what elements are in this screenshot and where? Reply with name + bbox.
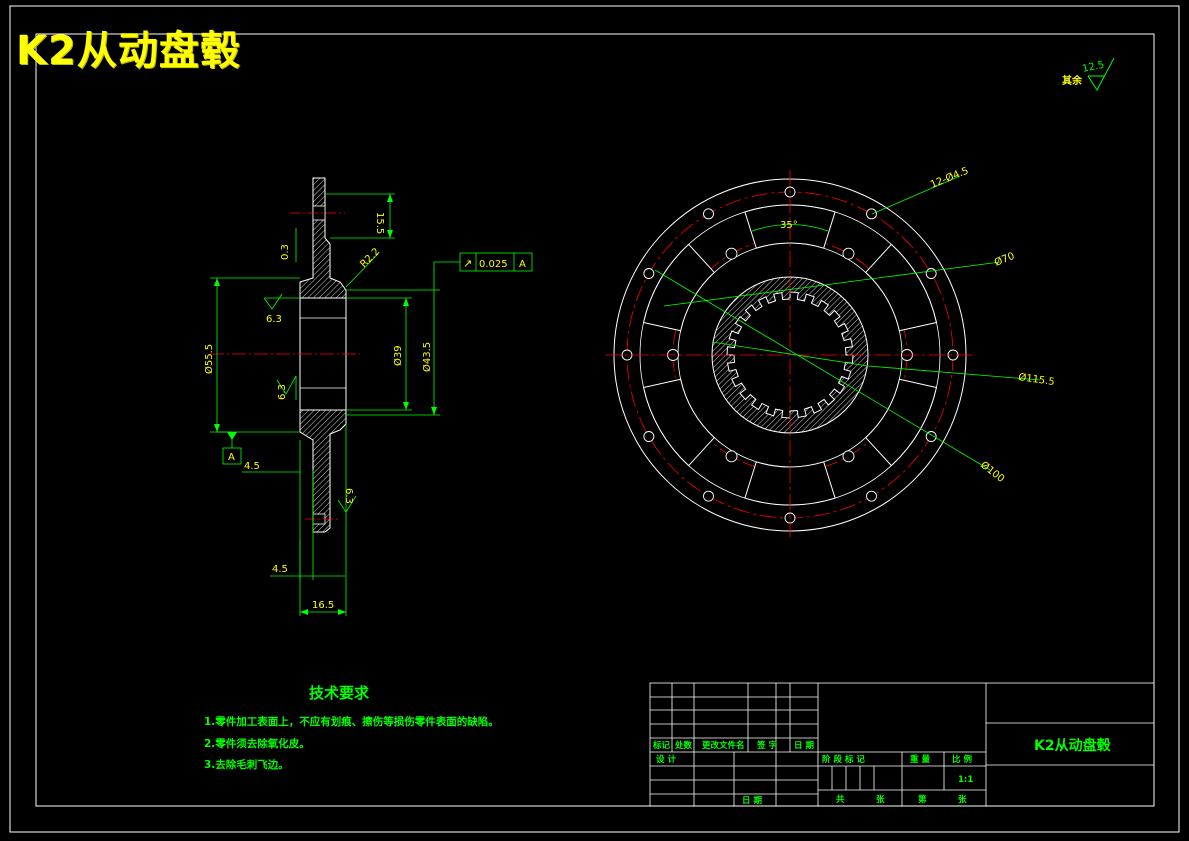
tech-item-1: 1.零件加工表面上，不应有划痕、擦伤等损伤零件表面的缺陷。 bbox=[204, 716, 499, 728]
bolt-hole bbox=[703, 208, 714, 220]
inner-hole bbox=[725, 247, 738, 260]
bolt-hole bbox=[703, 490, 714, 502]
tb-sheets-label: 张 bbox=[876, 795, 885, 805]
inner-border bbox=[35, 33, 1155, 807]
dim-roughness-left-1: 6.3 bbox=[266, 314, 282, 325]
drawing-title: K2从动盘毂 bbox=[16, 28, 241, 74]
tb-stage-mark-label: 阶 段 标 记 bbox=[822, 754, 865, 765]
tech-heading: 技术要求 bbox=[309, 684, 370, 702]
roughness-other-symbol: 其余 12.5 bbox=[1062, 57, 1115, 91]
front-view: 12-Ø4.5 35° Ø70 Ø115.5 Ø100 bbox=[605, 165, 1055, 540]
datum-a-box: A bbox=[222, 447, 242, 465]
hub-section-lower bbox=[299, 409, 347, 533]
svg-text:↗: ↗ bbox=[463, 257, 472, 270]
inner-hole bbox=[725, 450, 738, 463]
dim-hole-pattern: 12-Ø4.5 bbox=[929, 165, 971, 191]
dim-offset-1: 4.5 bbox=[244, 461, 260, 472]
bolt-hole bbox=[643, 268, 655, 279]
dim-outer-diameter-front: Ø115.5 bbox=[1018, 371, 1056, 388]
window-slot bbox=[642, 243, 716, 332]
window-slot bbox=[864, 378, 938, 467]
dim-outer-diameter: Ø55.5 bbox=[203, 344, 215, 374]
window-slot bbox=[642, 378, 716, 467]
tb-date-label: 日 期 bbox=[794, 740, 814, 751]
tb-sheet-total-label: 共 bbox=[836, 794, 845, 805]
dim-spline-diameter: Ø43.5 bbox=[421, 342, 433, 372]
tb-design-label: 设 计 bbox=[656, 754, 676, 765]
tb-scale-value: 1:1 bbox=[958, 775, 973, 785]
window-slot bbox=[864, 243, 938, 332]
bolt-hole bbox=[925, 431, 937, 442]
dim-pitch-circle-2: Ø100 bbox=[978, 459, 1007, 485]
bolt-hole bbox=[643, 431, 655, 442]
section-view: ↗ 0.025 A A 15.5 0.3 R2.2 6.3 6.3 6.3 Ø5… bbox=[203, 177, 533, 616]
dim-angle: 35° bbox=[780, 220, 798, 231]
svg-text:12.5: 12.5 bbox=[1081, 60, 1105, 75]
dim-bore-diameter: Ø39 bbox=[392, 345, 404, 366]
tb-scale-label: 比 例 bbox=[952, 754, 972, 765]
tech-item-3: 3.去除毛刺飞边。 bbox=[204, 759, 289, 771]
dim-roughness-left-2: 6.3 bbox=[277, 384, 288, 400]
window-slot bbox=[744, 461, 836, 506]
svg-text:A: A bbox=[519, 259, 526, 270]
tb-change-doc-label: 更改文件名 bbox=[702, 740, 745, 751]
svg-text:A: A bbox=[228, 452, 235, 463]
dim-pitch-circle-1: Ø70 bbox=[993, 250, 1017, 269]
inner-hole bbox=[842, 450, 855, 463]
tb-weight-label: 重 量 bbox=[910, 754, 930, 765]
runout-frame: ↗ 0.025 A bbox=[459, 252, 533, 272]
tb-count-label: 处数 bbox=[674, 740, 693, 751]
tech-item-2: 2.零件须去除氧化皮。 bbox=[204, 738, 310, 750]
dim-roughness-right: 6.3 bbox=[343, 488, 354, 504]
outer-border bbox=[9, 5, 1180, 833]
bolt-hole bbox=[866, 208, 877, 220]
dim-offset-2: 4.5 bbox=[272, 564, 288, 575]
dim-overall-width: 16.5 bbox=[312, 600, 334, 611]
svg-text:0.025: 0.025 bbox=[479, 259, 508, 270]
tb-sheet-no-label: 第 bbox=[918, 794, 927, 805]
svg-text:其余: 其余 bbox=[1062, 74, 1083, 87]
dim-15-5-top: 15.5 bbox=[374, 212, 385, 234]
tb-mark-label: 标记 bbox=[652, 740, 671, 751]
tb-sheet-label: 张 bbox=[958, 795, 967, 805]
tb-signature-label: 签 字 bbox=[756, 740, 777, 751]
bolt-hole bbox=[925, 268, 937, 279]
dim-chamfer: 0.3 bbox=[280, 244, 291, 260]
bolt-hole bbox=[866, 490, 877, 502]
inner-hole bbox=[842, 247, 855, 260]
title-block bbox=[649, 682, 1155, 807]
tb-part-name: K2从动盘毂 bbox=[1034, 737, 1112, 754]
hub-section-upper bbox=[299, 177, 347, 299]
tb-date2-label: 日 期 bbox=[742, 795, 762, 806]
dim-fillet: R2.2 bbox=[358, 246, 382, 270]
